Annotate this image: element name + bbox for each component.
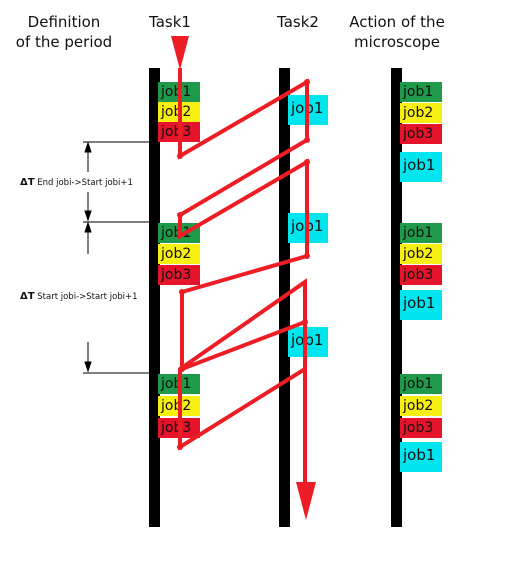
header-definition-line2: of the period xyxy=(15,33,113,51)
header-microscope-line1: Action of the xyxy=(349,13,445,31)
microscope-group1-job2: job2 xyxy=(400,103,442,123)
header-definition-line1: Definition xyxy=(27,13,101,31)
task1-start-arrowhead xyxy=(171,36,189,70)
header-microscope: Action of the microscope xyxy=(342,12,452,52)
header-task1: Task1 xyxy=(149,13,191,31)
microscope-timeline-bar xyxy=(391,68,402,527)
header-definition: Definition of the period xyxy=(0,12,128,52)
microscope-group2-job2: job2 xyxy=(400,244,442,264)
microscope-group2-job3: job3 xyxy=(400,265,442,285)
microscope-group1-job1: job1 xyxy=(400,82,442,102)
microscope-group3-job1: job1 xyxy=(400,374,442,394)
microscope-group1-job3: job3 xyxy=(400,124,442,144)
task1-timeline-bar xyxy=(149,68,160,527)
task2-job1-c: job1 xyxy=(288,327,328,357)
execution-path-joints xyxy=(177,79,310,450)
delta-end-start-label: ΔT End jobi->Start jobi+1 xyxy=(20,177,133,188)
microscope-group2-job1: job1 xyxy=(400,223,442,243)
microscope-group3-task2-job1: job1 xyxy=(400,442,442,472)
delta-end-start-text: End jobi->Start jobi+1 xyxy=(34,178,133,188)
dimension-arrow-start-start xyxy=(84,221,92,373)
microscope-group2-task2-job1: job1 xyxy=(400,290,442,320)
task1-group2-job3: job3 xyxy=(158,265,200,285)
microscope-group3-job2: job2 xyxy=(400,396,442,416)
delta-symbol-2: ΔT xyxy=(20,291,35,302)
task1-group2-job2: job2 xyxy=(158,244,200,264)
dimension-arrow-end-start xyxy=(84,141,92,222)
delta-start-start-label: ΔT Start jobi->Start jobi+1 xyxy=(20,291,138,302)
delta-symbol-1: ΔT xyxy=(20,177,35,188)
delta-start-start-text: Start jobi->Start jobi+1 xyxy=(34,292,138,302)
header-microscope-line2: microscope xyxy=(353,33,441,51)
microscope-group1-task2-job1: job1 xyxy=(400,152,442,182)
header-task2: Task2 xyxy=(277,13,319,31)
execution-path xyxy=(178,68,309,490)
task2-end-arrowhead xyxy=(296,482,316,520)
microscope-group3-job3: job3 xyxy=(400,418,442,438)
